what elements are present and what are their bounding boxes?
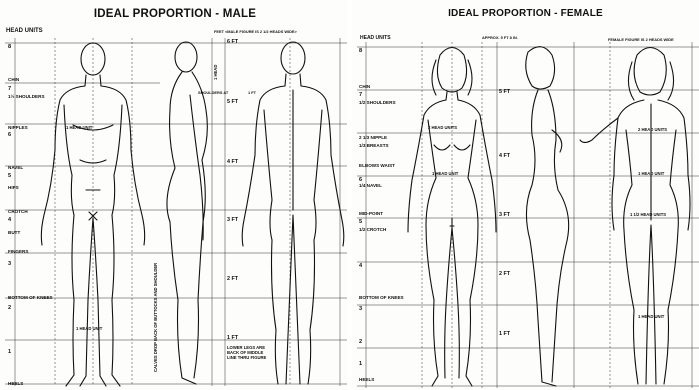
male-label-crotch: CROTCH	[8, 210, 28, 215]
female-proportion-panel: IDEAL PROPORTION - FEMALE HEAD UNITS APP…	[352, 0, 699, 390]
female-label-midpoint: MID-POINT	[359, 212, 383, 217]
male-unit-3: 3	[8, 262, 11, 268]
male-label-hips: HIPS	[8, 186, 19, 191]
female-unit-8: 8	[359, 49, 362, 55]
male-lower-legs-note: LOWER LEGS ARE BACK OF MIDDLE LINE THRU …	[227, 346, 271, 360]
male-ft-6: 6 FT	[227, 40, 238, 45]
female-label-heels: HEELS	[359, 378, 374, 383]
female-unit-7: 7	[359, 93, 362, 99]
female-back-1-head-unit: 1 HEAD UNIT	[638, 172, 664, 176]
male-ft-5: 5 FT	[227, 100, 238, 105]
male-head-unit-upper: 1 HEAD UNIT	[66, 126, 92, 130]
female-unit-1: 1	[359, 362, 362, 368]
male-shoulders-ft: 1 FT	[248, 91, 256, 95]
female-label-elbows-waist: ELBOWS WAIST	[359, 164, 399, 169]
male-ft-2: 2 FT	[227, 277, 238, 282]
male-label-bottom-of-knees: BOTTOM OF KNEES	[8, 296, 53, 301]
male-shoulders-at: SHOULDERS AT	[198, 91, 228, 95]
male-label-shoulders: 1½ SHOULDERS	[8, 95, 45, 100]
female-ft-1: 1 FT	[499, 332, 510, 337]
male-unit-7: 7	[8, 87, 11, 93]
male-label-navel: NAVEL	[8, 166, 23, 171]
female-unit-2: 2	[359, 340, 362, 346]
female-unit-3: 3	[359, 307, 362, 313]
female-front-1-head-unit: 1 HEAD UNIT	[432, 172, 458, 176]
male-unit-1: 1	[8, 350, 11, 356]
female-back-2-head-units: 2 HEAD UNITS	[638, 128, 667, 132]
female-back-lower-1-head-unit: 1 HEAD UNIT	[638, 315, 664, 319]
male-label-nipples: NIPPLES	[8, 126, 28, 131]
male-unit-6: 6	[8, 133, 11, 139]
male-label-chin: CHIN	[8, 78, 19, 83]
female-unit-5: 5	[359, 220, 362, 226]
female-ft-2: 2 FT	[499, 272, 510, 277]
male-figures-drawing	[0, 0, 347, 390]
female-label-crotch: 1/2 CROTCH	[359, 228, 386, 233]
male-head-unit-lower: 1 HEAD UNIT	[76, 327, 102, 331]
female-label-breasts: 1/3 BREASTS	[359, 144, 389, 149]
male-unit-5: 5	[8, 174, 11, 180]
female-back-1-1-2-head-units: 1 1/2 HEAD UNITS	[630, 213, 666, 217]
male-unit-2: 2	[8, 306, 11, 312]
female-ft-4: 4 FT	[499, 154, 510, 159]
female-figures-drawing	[352, 0, 699, 390]
female-ft-5: 5 FT	[499, 90, 510, 95]
female-label-nipple: 2 1/3 NIPPLE	[359, 136, 387, 141]
male-label-fingers: FINGERS	[8, 250, 28, 255]
male-ft-1: 1 FT	[227, 336, 238, 341]
female-label-bottom-of-knees: BOTTOM OF KNEES	[359, 296, 404, 301]
female-label-navel: 1/4 NAVEL	[359, 184, 382, 189]
male-label-heels: HEELS	[8, 382, 23, 387]
male-ft-3: 3 FT	[227, 218, 238, 223]
male-unit-4: 4	[8, 218, 11, 224]
male-label-butt: BUTT	[8, 231, 20, 236]
female-front-2-head-units: 2 HEAD UNITS	[428, 126, 457, 130]
female-ft-3: 3 FT	[499, 213, 510, 218]
male-calves-note: CALVES DROP BACK OF BUTTOCKS AND SHOULDE…	[153, 263, 158, 372]
male-proportion-panel: IDEAL PROPORTION - MALE HEAD UNITS FEET …	[0, 0, 347, 390]
female-label-shoulders: 1/2 SHOULDERS	[359, 101, 396, 106]
male-side-head-marker: 1 HEAD	[213, 65, 218, 80]
female-label-chin: CHIN	[359, 85, 370, 90]
female-unit-4: 4	[359, 264, 362, 270]
male-ft-4: 4 FT	[227, 160, 238, 165]
male-unit-8: 8	[8, 45, 11, 51]
